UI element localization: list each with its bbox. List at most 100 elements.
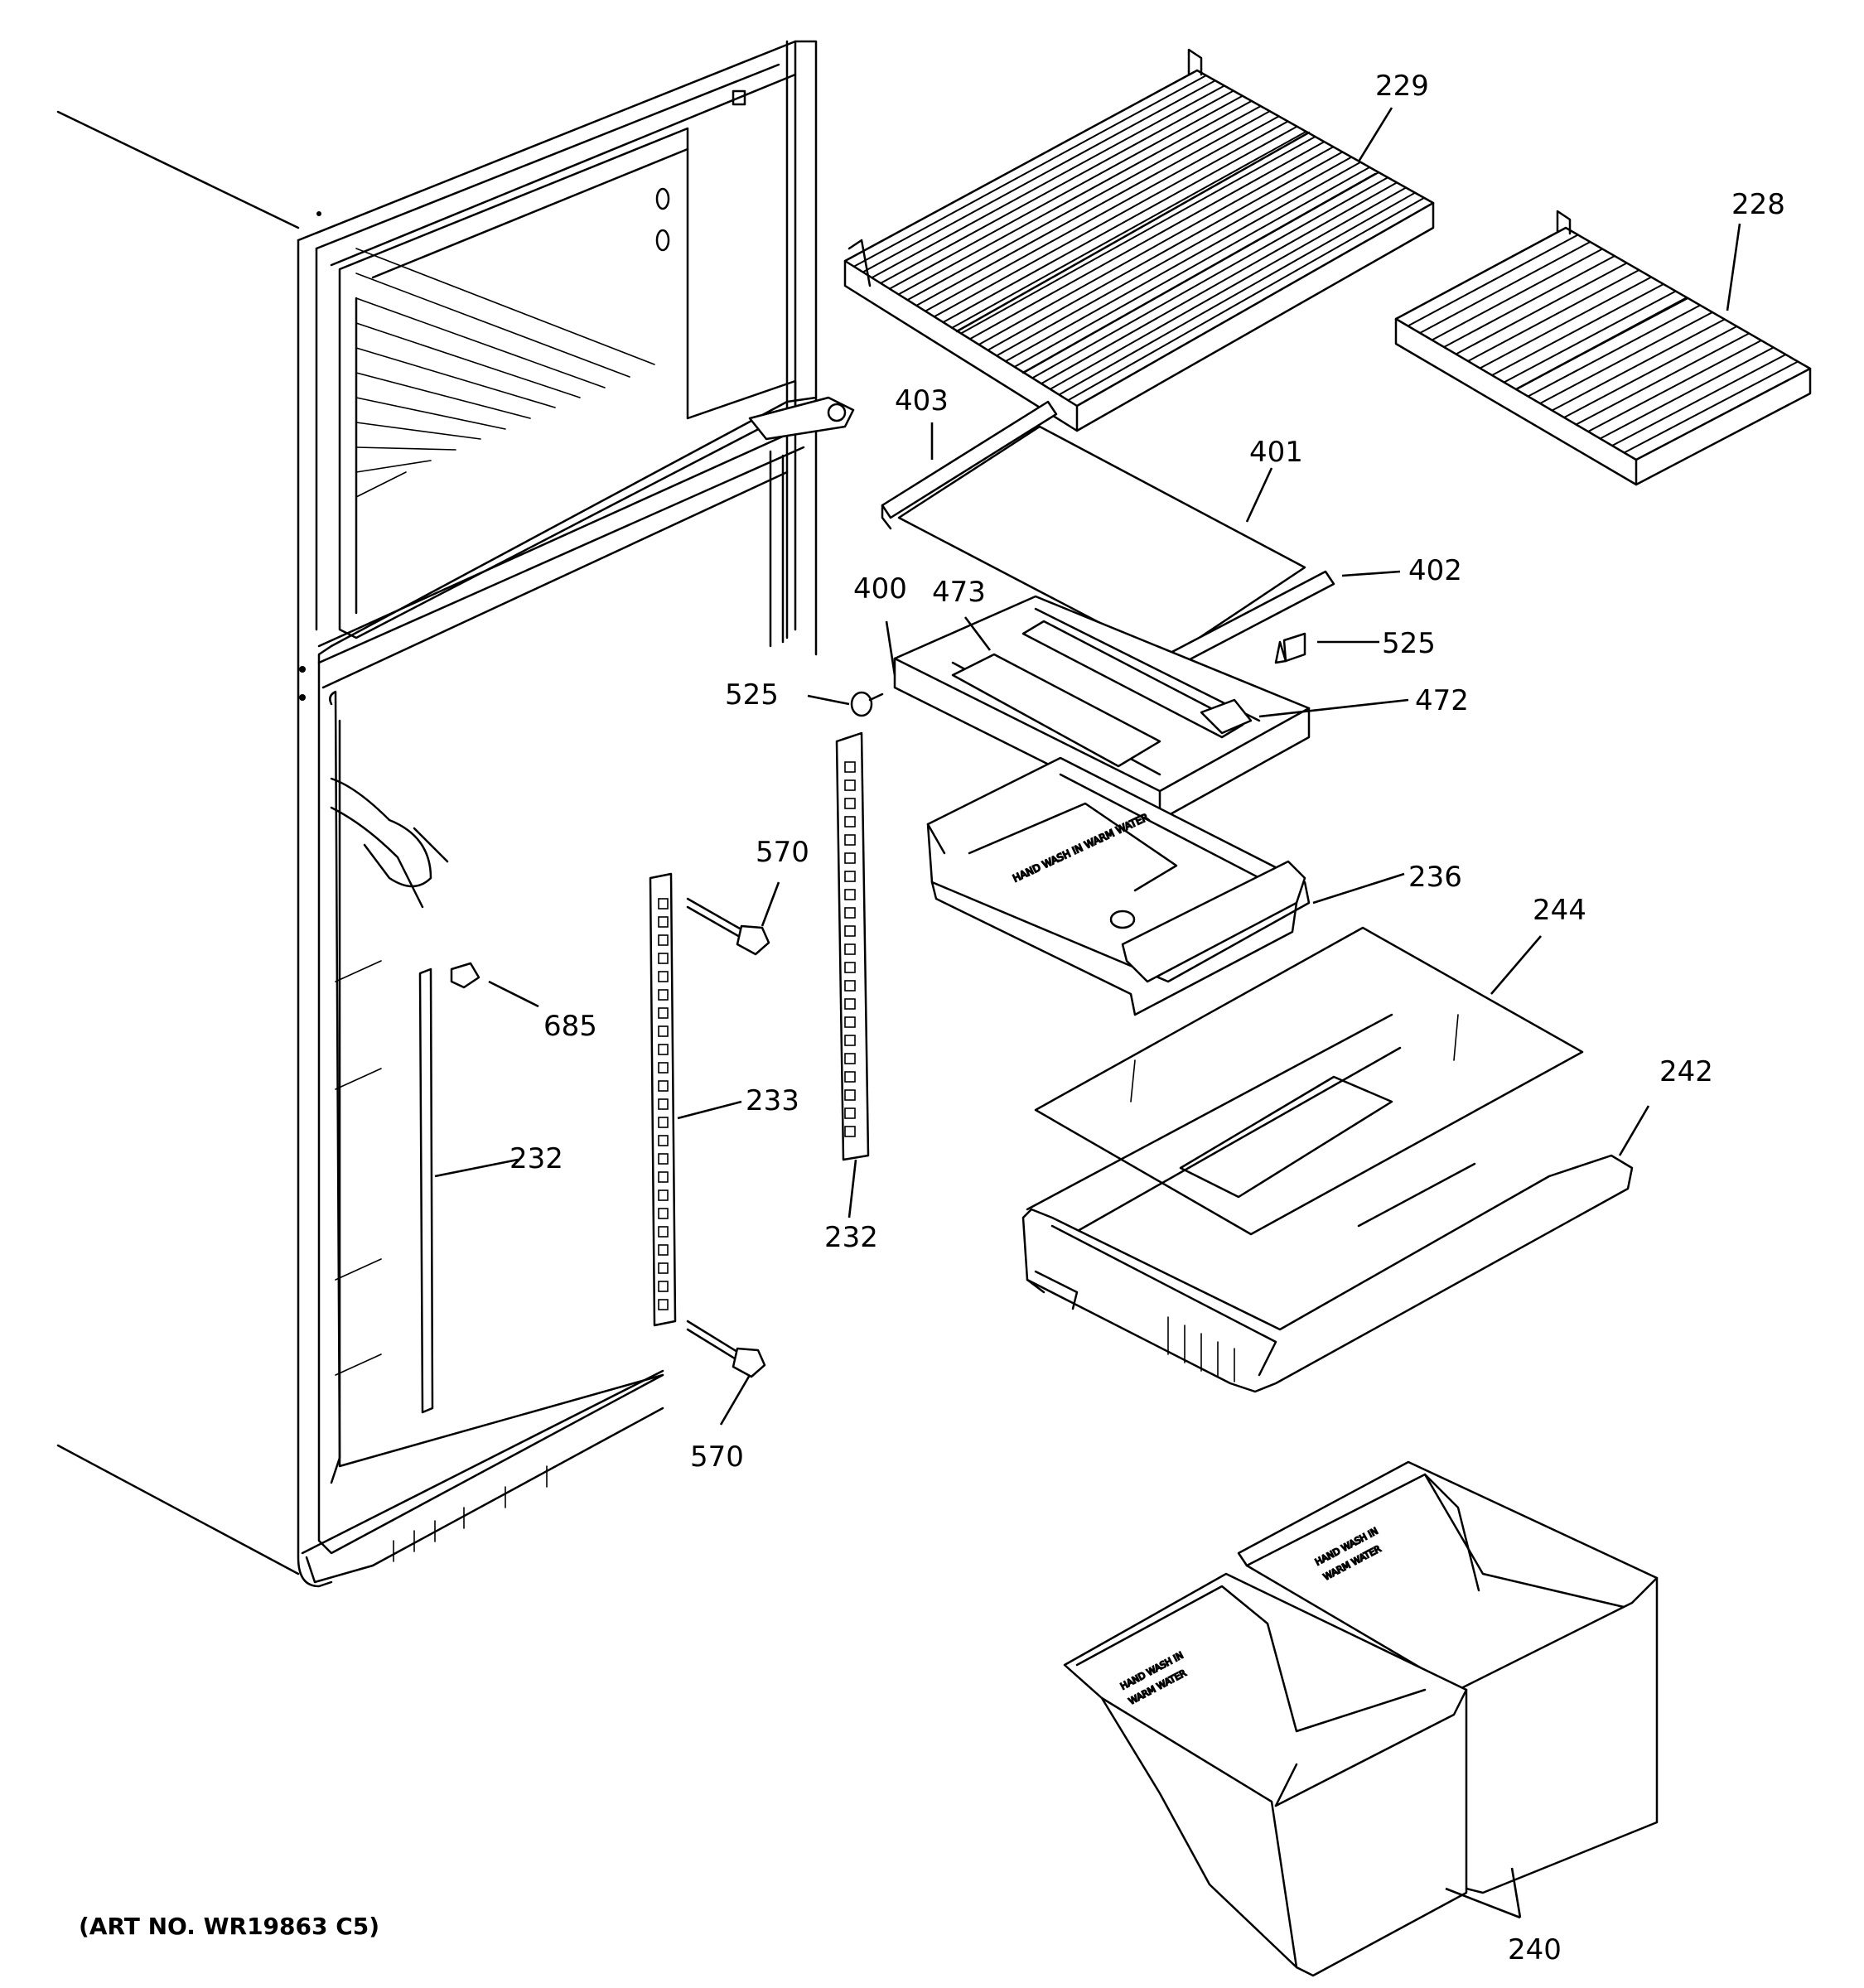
callout-400: 400 — [853, 572, 907, 606]
line-art-stroke — [925, 115, 1280, 312]
ladder-slot — [844, 1126, 856, 1137]
line-art-stroke — [862, 80, 1216, 273]
callout-240: 240 — [1508, 1933, 1562, 1966]
line-art-stroke — [1563, 326, 1737, 418]
line-art-stroke — [978, 146, 1334, 345]
ladder-slot — [658, 1098, 669, 1110]
ladder-slot — [658, 1062, 669, 1074]
ladder-slot — [658, 1044, 669, 1055]
ladder-slot — [844, 1016, 856, 1028]
line-art-stroke — [880, 89, 1234, 284]
callout-570-bottom: 570 — [690, 1440, 744, 1474]
line-art-stroke — [1067, 196, 1425, 402]
line-art-stroke — [1408, 234, 1579, 327]
callout-228: 228 — [1731, 188, 1785, 221]
ladder-slot — [658, 934, 669, 946]
shoulder-screw-525-left — [850, 691, 884, 717]
ladder-slot — [658, 971, 669, 982]
callout-570-top: 570 — [756, 836, 809, 869]
ladder-slot — [844, 998, 856, 1010]
line-art-stroke — [1504, 290, 1677, 384]
line-art-stroke — [1005, 161, 1361, 363]
callout-229: 229 — [1375, 70, 1429, 103]
wire-shelf-228 — [1394, 210, 1812, 486]
screw-685 — [450, 962, 480, 989]
line-art-stroke — [853, 75, 1207, 268]
shoulder-screw-525-right — [1274, 632, 1306, 664]
ladder-slot — [844, 925, 856, 937]
line-art-stroke — [987, 151, 1343, 351]
callout-244: 244 — [1533, 894, 1586, 927]
ladder-slot — [658, 1244, 669, 1256]
line-art-stroke — [1050, 186, 1407, 390]
line-art-stroke — [1456, 262, 1628, 355]
callout-685: 685 — [543, 1010, 597, 1043]
snack-pan-236: HAND WASH IN WARM WATER — [926, 756, 1311, 1016]
shelf-ladder-233 — [649, 872, 677, 1327]
center-hinge — [748, 396, 855, 441]
line-art-stroke — [1480, 276, 1652, 369]
kick-plate-vents — [393, 1465, 548, 1562]
ladder-slot — [844, 1053, 856, 1064]
ladder-slot — [844, 1071, 856, 1083]
line-art-stroke — [1552, 318, 1726, 412]
line-art-stroke — [1587, 340, 1762, 432]
line-art-stroke — [1624, 360, 1799, 454]
art-number: (ART NO. WR19863 C5) — [79, 1913, 379, 1940]
leader-lines — [434, 107, 1741, 1919]
ladder-slot — [658, 1262, 669, 1274]
ladder-slot — [658, 1153, 669, 1165]
ladder-slot — [658, 1281, 669, 1292]
line-art-stroke — [1491, 283, 1664, 376]
ladder-slot — [658, 989, 669, 1001]
shelf-rail-232-right — [835, 731, 870, 1161]
ladder-slot — [658, 1025, 669, 1037]
callout-403: 403 — [895, 384, 949, 417]
screw-570-bottom — [686, 1320, 766, 1378]
line-art-stroke — [1058, 191, 1416, 396]
ladder-slot — [658, 1208, 669, 1219]
line-art-stroke — [906, 105, 1262, 301]
crisper-bins-240: HAND WASH IN WARM WATER HAND WASH IN WAR… — [1063, 1460, 1659, 1977]
ladder-slot — [658, 1171, 669, 1183]
line-art-stroke — [960, 136, 1316, 335]
ladder-slot — [658, 1135, 669, 1146]
line-art-stroke — [915, 110, 1271, 306]
glass-cover-244 — [1034, 926, 1584, 1236]
ladder-slot — [844, 1035, 856, 1046]
ladder-slot — [844, 871, 856, 882]
callout-labels: 229 228 403 401 402 400 473 525 525 472 … — [79, 70, 1785, 1966]
ladder-slot — [844, 962, 856, 973]
ladder-slot — [658, 1226, 669, 1238]
callout-233: 233 — [746, 1084, 799, 1117]
line-art-stroke — [1031, 176, 1388, 379]
line-art-stroke — [1467, 269, 1639, 362]
callout-232-right: 232 — [824, 1221, 878, 1254]
ladder-slot — [658, 1117, 669, 1128]
line-art-stroke — [934, 120, 1289, 318]
ladder-slot — [844, 980, 856, 992]
line-art-stroke — [1600, 346, 1775, 440]
ladder-slot — [844, 1107, 856, 1119]
ladder-slot — [844, 852, 856, 864]
line-art-stroke — [1419, 241, 1591, 334]
ladder-slot — [844, 943, 856, 955]
screw-570-top — [686, 897, 770, 956]
line-art-stroke — [1576, 332, 1750, 426]
shelf-rail-232-left — [418, 967, 434, 1414]
ladder-slot — [658, 953, 669, 964]
callout-401: 401 — [1249, 436, 1303, 469]
crisper-vents — [1167, 1316, 1235, 1382]
ladder-slot — [658, 1007, 669, 1019]
ladder-slot — [844, 816, 856, 828]
line-art-stroke — [1443, 255, 1615, 348]
callout-242: 242 — [1659, 1055, 1713, 1088]
crisper-pan-242 — [1021, 1013, 1634, 1393]
ladder-slot — [658, 1189, 669, 1201]
line-art-stroke — [1041, 181, 1398, 384]
callout-236: 236 — [1408, 861, 1462, 894]
line-art-stroke — [1014, 166, 1370, 368]
line-art-stroke — [951, 130, 1307, 329]
line-art-stroke — [1432, 248, 1603, 341]
freezer-floor-ribs — [355, 248, 655, 498]
